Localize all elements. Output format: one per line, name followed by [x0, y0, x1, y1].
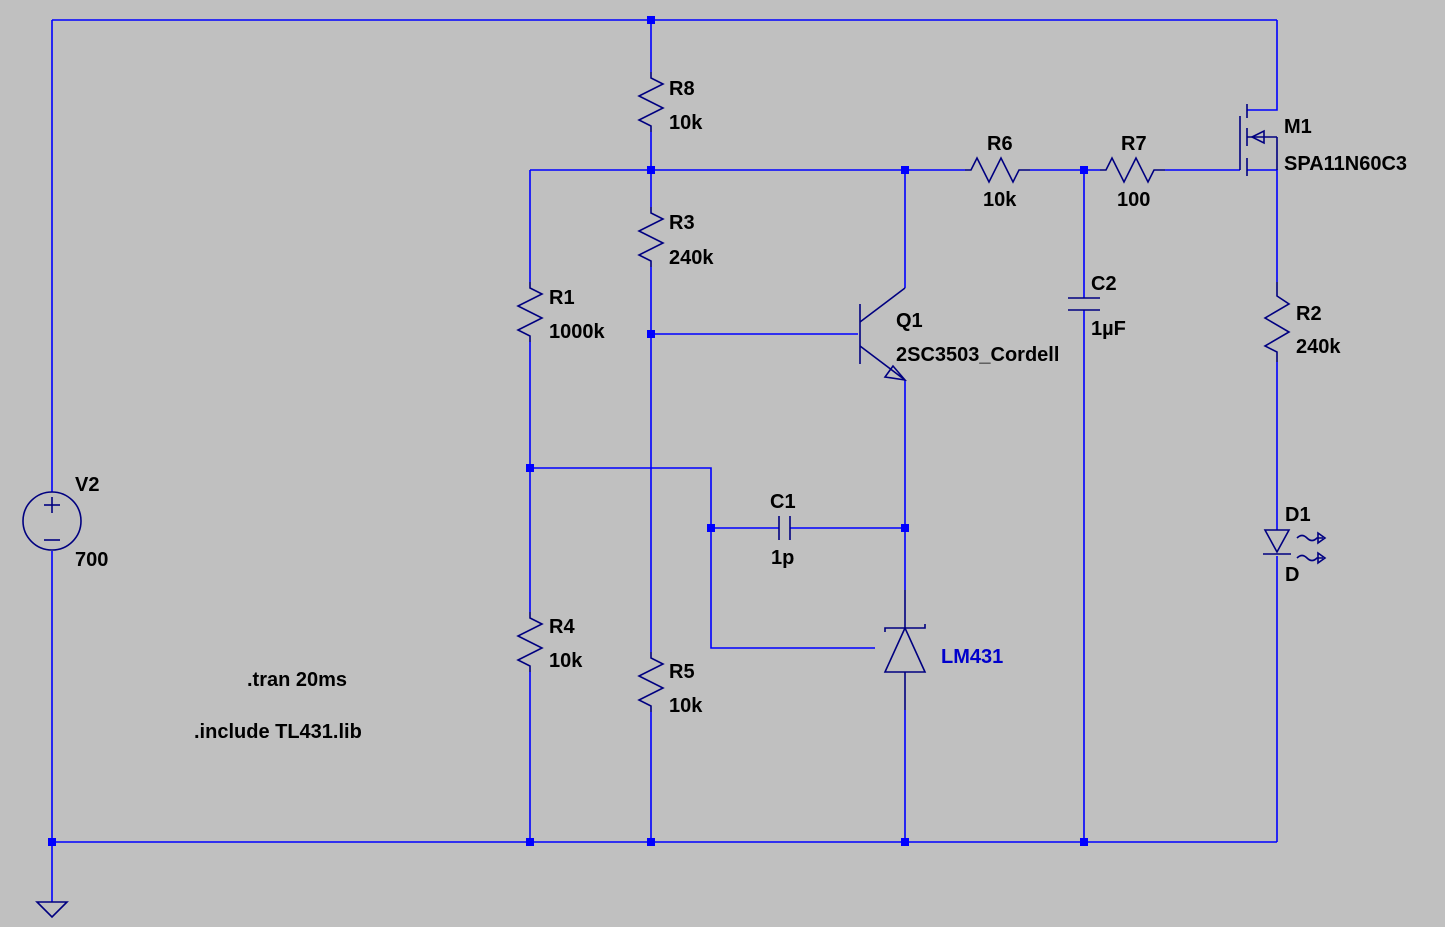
- junction-dot[interactable]: [647, 166, 655, 174]
- resistor-symbol: [1263, 282, 1291, 362]
- r1-value: 1000k: [549, 321, 605, 343]
- resistor-r5[interactable]: R5 10k: [637, 652, 703, 717]
- r8-value: 10k: [669, 112, 703, 134]
- r2-value: 240k: [1296, 336, 1341, 358]
- r5-value: 10k: [669, 695, 703, 717]
- d1-value: D: [1285, 564, 1299, 586]
- resistor-symbol: [637, 72, 665, 132]
- resistor-r1[interactable]: R1 1000k: [516, 282, 605, 343]
- junction-dot[interactable]: [901, 166, 909, 174]
- collector-lead: [859, 287, 906, 323]
- wire-mosfet-source[interactable]: [1247, 169, 1278, 282]
- light-ray: [1296, 534, 1323, 542]
- r1-name: R1: [549, 287, 575, 309]
- r4-name: R4: [549, 616, 575, 638]
- led-d1[interactable]: D1 D: [1263, 504, 1327, 586]
- r2-name: R2: [1296, 303, 1322, 325]
- r8-name: R8: [669, 78, 695, 100]
- junction-dot[interactable]: [526, 838, 534, 846]
- r6-value: 10k: [983, 189, 1017, 211]
- v2-name: V2: [75, 474, 99, 496]
- junction-dot[interactable]: [1080, 166, 1088, 174]
- v2-value: 700: [75, 549, 108, 571]
- light-ray: [1296, 554, 1323, 562]
- directive-include[interactable]: .include TL431.lib: [194, 721, 362, 743]
- light-ray-arrow: [1317, 531, 1327, 545]
- emitter-lead: [859, 345, 906, 381]
- resistor-r6[interactable]: R6 10k: [965, 133, 1030, 211]
- r6-name: R6: [987, 133, 1013, 155]
- diode-triangle: [1263, 529, 1291, 554]
- r7-value: 100: [1117, 189, 1150, 211]
- resistor-r7[interactable]: R7 100: [1100, 133, 1165, 211]
- r4-value: 10k: [549, 650, 583, 672]
- junction-dot[interactable]: [1080, 838, 1088, 846]
- junction-dot[interactable]: [901, 524, 909, 532]
- resistor-symbol: [637, 207, 665, 267]
- directive-tran[interactable]: .tran 20ms: [247, 669, 347, 691]
- resistor-r2[interactable]: R2 240k: [1263, 282, 1341, 362]
- wire-ref[interactable]: [530, 467, 875, 649]
- resistor-symbol: [516, 282, 544, 342]
- mosfet-m1[interactable]: M1 SPA11N60C3: [1239, 104, 1407, 176]
- voltage-source-v2[interactable]: V2 700: [22, 474, 108, 571]
- resistor-r4[interactable]: R4 10k: [516, 612, 583, 672]
- r3-value: 240k: [669, 247, 714, 269]
- capacitor-c2[interactable]: C2 1µF: [1068, 273, 1126, 340]
- c2-name: C2: [1091, 273, 1117, 295]
- resistor-r8[interactable]: R8 10k: [637, 72, 703, 134]
- resistor-symbol: [1100, 156, 1165, 184]
- light-emission-icon: [1296, 531, 1327, 565]
- r7-name: R7: [1121, 133, 1147, 155]
- junction-dot[interactable]: [647, 16, 655, 24]
- d1-name: D1: [1285, 504, 1311, 526]
- junction-dot[interactable]: [901, 838, 909, 846]
- q1-name: Q1: [896, 310, 923, 332]
- resistor-symbol: [637, 652, 665, 712]
- junction-dot[interactable]: [526, 464, 534, 472]
- shunt-reference-lm431[interactable]: LM431: [883, 590, 1003, 710]
- body-arrow-icon: [1250, 129, 1265, 145]
- c1-value: 1p: [771, 547, 794, 569]
- r3-name: R3: [669, 212, 695, 234]
- c1-name: C1: [770, 491, 796, 513]
- diode-triangle: [883, 626, 927, 673]
- junctions: [48, 16, 1088, 846]
- m1-name: M1: [1284, 116, 1312, 138]
- light-ray-arrow: [1317, 551, 1327, 565]
- lm431-label: LM431: [941, 646, 1003, 668]
- junction-dot[interactable]: [48, 838, 56, 846]
- junction-dot[interactable]: [707, 524, 715, 532]
- r5-name: R5: [669, 661, 695, 683]
- q1-value: 2SC3503_Cordell: [896, 344, 1059, 366]
- ground-symbol[interactable]: [35, 901, 69, 919]
- resistor-symbol: [516, 612, 544, 672]
- capacitor-c1[interactable]: C1 1p: [770, 491, 796, 569]
- resistor-r3[interactable]: R3 240k: [637, 207, 714, 269]
- wire-mosfet-drain[interactable]: [1247, 20, 1278, 111]
- m1-value: SPA11N60C3: [1284, 153, 1407, 175]
- transistor-q1[interactable]: Q1 2SC3503_Cordell: [859, 287, 1059, 382]
- junction-dot[interactable]: [647, 330, 655, 338]
- wires: [51, 19, 1278, 902]
- emitter-arrow-icon: [883, 364, 908, 382]
- junction-dot[interactable]: [647, 838, 655, 846]
- c2-value: 1µF: [1091, 318, 1126, 340]
- voltage-source-symbol: [22, 491, 82, 551]
- resistor-symbol: [965, 156, 1030, 184]
